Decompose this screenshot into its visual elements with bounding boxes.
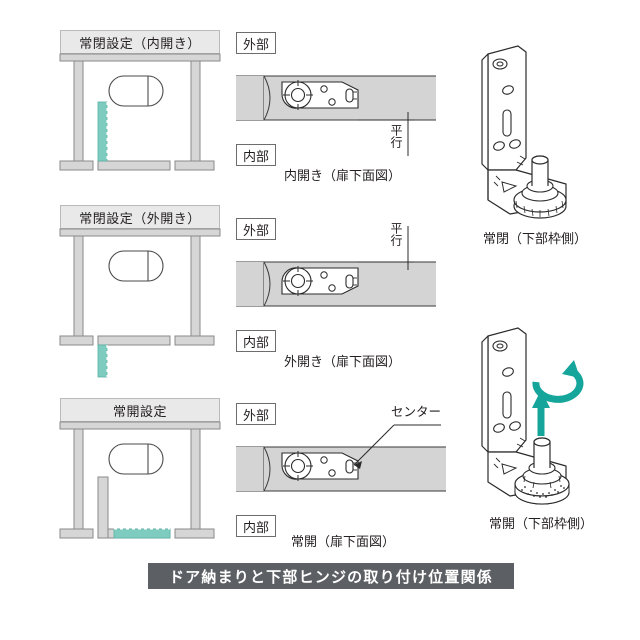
plan-title-3: 常開設定	[60, 398, 220, 422]
bottom-view-caption-2: 外開き（扉下面図）	[284, 354, 402, 369]
parallel-label-1: 平行	[389, 124, 403, 148]
outside-tag-1: 外部	[236, 32, 276, 54]
hinge-plan-svg-2	[236, 226, 436, 307]
outside-tag-2: 外部	[236, 218, 276, 240]
plan-drawing-1	[59, 53, 234, 172]
pull-up-arrow	[532, 390, 550, 436]
rotate-arrow	[532, 360, 584, 403]
plan-drawing-2	[59, 228, 234, 378]
bracket-caption-2: 常開（下部枠側）	[488, 516, 593, 531]
hinge-plan-svg-3	[236, 424, 446, 492]
outside-tag-3: 外部	[236, 403, 276, 425]
center-label: センター	[391, 405, 442, 419]
bracket-caption-1: 常閉（下部枠側）	[482, 231, 587, 246]
inside-tag-1: 内部	[236, 144, 276, 166]
bottom-view-caption-1: 内開き（扉下面図）	[284, 168, 402, 183]
footer-caption-bar: ドア納まりと下部ヒンジの取り付け位置関係	[148, 563, 514, 589]
plan-title-1: 常閉設定（内開き）	[60, 30, 220, 54]
plan-drawing-3	[59, 421, 234, 540]
bracket-svg-open	[481, 327, 584, 505]
bracket-illustration-1: 常閉（下部枠側）	[470, 38, 600, 246]
bottom-view-caption-3: 常開（扉下面図）	[291, 534, 396, 549]
plan-title-2: 常閉設定（外開き）	[60, 205, 220, 229]
parallel-label-2: 平行	[389, 222, 403, 246]
inside-tag-2: 内部	[236, 330, 276, 352]
footer-caption-text: ドア納まりと下部ヒンジの取り付け位置関係	[168, 568, 493, 586]
bracket-illustration-2: 常開（下部枠側）	[470, 320, 615, 531]
bracket-svg-closed	[481, 45, 567, 219]
hinge-plan-svg-1	[236, 75, 436, 156]
inside-tag-3: 内部	[236, 515, 276, 537]
